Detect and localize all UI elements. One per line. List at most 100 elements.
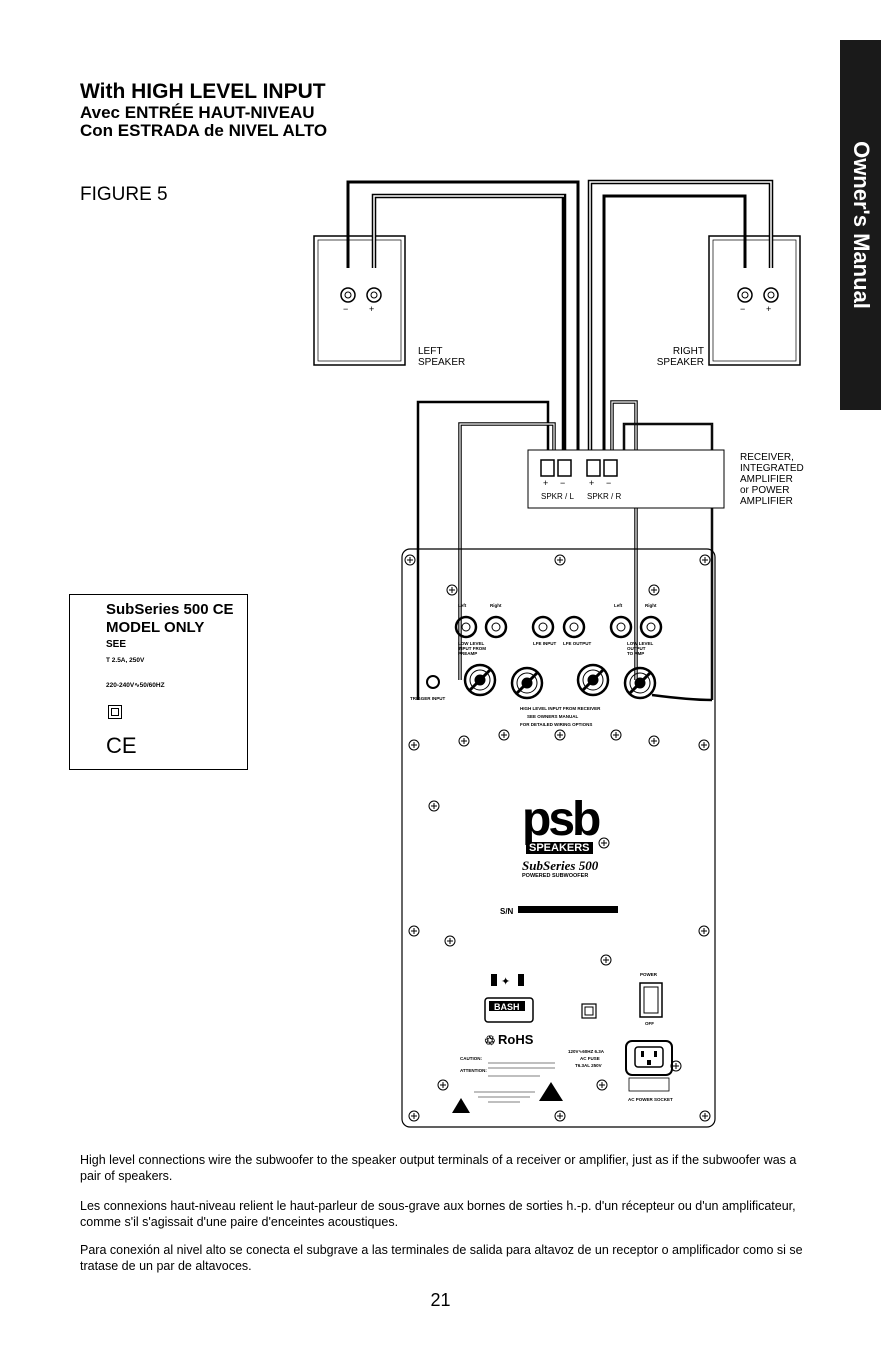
model-subtitle: POWERED SUBWOOFER [522,873,589,879]
low-level-in-3: PREAMP [458,651,477,656]
heading-fr: Avec ENTRÉE HAUT-NIVEAU [80,103,315,122]
screw-icon [408,1110,420,1122]
fuse-spec-2: AC FUSE [580,1056,600,1061]
figure-label: FIGURE 5 [80,184,168,205]
high-level-1: HIGH LEVEL INPUT FROM RECEIVER [520,706,601,711]
screw-icon [428,800,440,812]
spkr-r-plus: + [589,478,594,488]
trigger-label: TRIGGER INPUT [410,696,446,701]
left-speaker-terminals [340,287,382,303]
psb-logo: psb [522,793,601,846]
receiver-label-1: RECEIVER, [740,452,794,463]
screw-icon [554,1110,566,1122]
ac-socket-label: AC POWER SOCKET [628,1097,673,1102]
receiver-label-4: or POWER [740,485,789,496]
serial-number-bar [518,906,618,913]
screw-cross [411,742,417,748]
low-level-out-2: OUTPUT [627,646,646,651]
left-speaker-label-1: LEFT [418,346,442,357]
left-speaker [313,235,406,366]
screw-icon [408,739,420,751]
screw-cross [701,742,707,748]
maple-leaf-icon: ✦ [501,976,510,988]
fuse-spec-1: 120V∿60HZ 6.3A [568,1049,605,1054]
ac-power-socket [625,1040,673,1076]
left-terminal-plus: + [369,304,374,314]
spkr-l-label: SPKR / L [541,492,574,501]
right-speaker-terminals [737,287,779,303]
caution-label: CAUTION: [460,1056,482,1061]
fuse-spec-3: T6.3AL 250V [575,1063,602,1068]
double-insulation-icon [108,705,122,719]
paragraph-en: High level connections wire the subwoofe… [80,1153,797,1183]
screw-cross [603,957,609,963]
screw-icon [598,837,610,849]
screw-cross [411,928,417,934]
ce-title-2: MODEL ONLY [106,619,205,636]
lfe-output-label: LFE OUTPUT [563,641,591,646]
speaker-wires [346,179,774,700]
screw-icon [437,1079,449,1091]
screw-icon [699,554,711,566]
screw-cross [557,557,563,563]
ce-voltage: 220-240V∿50/60HZ [106,682,165,689]
spkr-l-minus: − [560,478,565,488]
panel-left-2: Left [614,603,623,608]
screw-icon [698,739,710,751]
high-level-3: FOR DETAILED WIRING OPTIONS [520,722,592,727]
screw-icon [498,729,510,741]
psb-speakers-label: SPEAKERS [526,842,593,854]
owners-manual-tab: Owner's Manual [840,40,881,410]
screw-cross [411,1113,417,1119]
low-level-in-2: INPUT FROM [458,646,486,651]
bash-logo [484,997,534,1023]
screw-cross [613,732,619,738]
panel-right-1: Right [490,603,502,608]
screw-cross [702,1113,708,1119]
screw-cross [447,938,453,944]
rohs-logo: ♲ [484,1033,496,1048]
screw-icon [404,554,416,566]
right-speaker-label-1: RIGHT [673,346,704,357]
off-label: OFF [645,1021,654,1026]
screw-cross [440,1082,446,1088]
receiver-label-3: AMPLIFIER [740,474,793,485]
screw-icon [698,925,710,937]
screw-cross [501,732,507,738]
ce-model-box: SubSeries 500 CE MODEL ONLY SEE T 2.5A, … [69,594,248,770]
subwoofer-panel [401,548,716,1128]
left-terminal-minus: − [343,304,348,314]
screw-cross [599,1082,605,1088]
screw-cross [407,557,413,563]
panel-right-2: Right [645,603,657,608]
right-speaker-label-2: SPEAKER [657,357,704,368]
screw-cross [702,557,708,563]
ce-title-1: SubSeries 500 CE [106,601,234,618]
trigger-jack [426,675,440,689]
receiver-terminals [540,459,618,477]
screw-cross [557,732,563,738]
bash-text: BASH [494,1002,520,1012]
spkr-r-minus: − [606,478,611,488]
rca-jacks [454,615,663,639]
screw-cross [673,1063,679,1069]
spkr-l-plus: + [543,478,548,488]
page-number: 21 [430,1290,451,1310]
receiver-label-2: INTEGRATED [740,463,804,474]
screw-icon [408,925,420,937]
warning-triangle-right [539,1082,563,1101]
ce-fuse: T 2.5A, 250V [106,657,145,664]
screw-cross [651,587,657,593]
screw-icon [458,735,470,747]
paragraph-fr: Les connexions haut-niveau relient le ha… [80,1199,796,1229]
right-speaker [708,235,801,366]
screw-icon [596,1079,608,1091]
paragraph-es: Para conexión al nivel alto se conecta e… [80,1243,803,1273]
receiver-label-5: AMPLIFIER [740,496,793,507]
screw-icon [554,729,566,741]
screw-icon [648,584,660,596]
power-switch [639,982,663,1018]
screw-icon [610,729,622,741]
screw-cross [461,738,467,744]
canada-flag-right [518,974,524,986]
